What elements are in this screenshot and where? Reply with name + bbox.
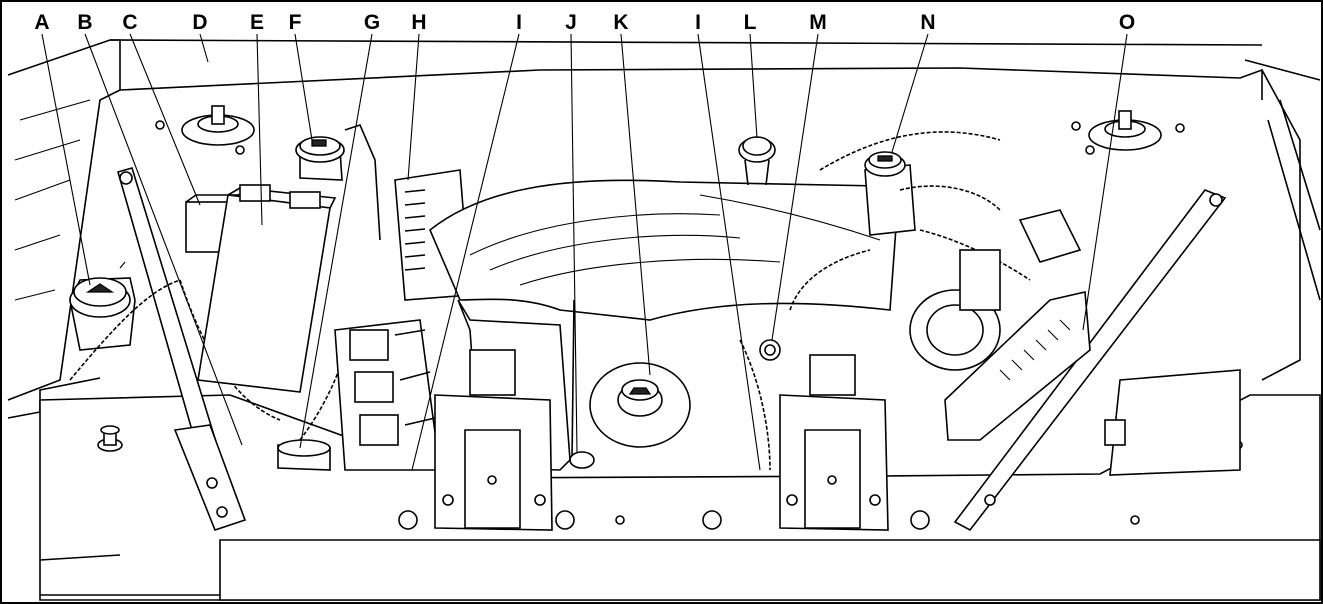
callout-F: F [289, 11, 302, 34]
oil-fill-cap [589, 362, 691, 448]
coolant-icon [877, 155, 893, 162]
leader-L [749, 33, 758, 139]
callout-G: G [364, 11, 380, 34]
leader-B [84, 33, 243, 446]
strut-tower-right [1071, 110, 1185, 155]
body-outline [7, 39, 1321, 419]
hood-strut-right [953, 189, 1227, 532]
engine-mount-right [779, 354, 889, 531]
callout-I1: I [516, 11, 522, 34]
leader-I2 [697, 33, 761, 471]
engine-control-module [944, 291, 1241, 476]
leader-E [256, 33, 263, 226]
ignition-coils [277, 319, 441, 471]
leader-lines [41, 33, 1128, 471]
windshield-washer-icon [85, 283, 115, 293]
callout-labels: A B C D E F G H I J K I L M N O [34, 11, 1135, 34]
hood-strut-left [117, 167, 247, 531]
engine-mount-left [434, 349, 553, 531]
callout-D: D [192, 11, 207, 34]
oil-can-icon [628, 387, 652, 395]
underhood-fuse-block [197, 184, 337, 393]
leader-K [620, 33, 651, 376]
leader-C [129, 33, 201, 206]
callout-A: A [34, 11, 49, 34]
leader-A [41, 33, 91, 286]
brake-fluid-icon [311, 139, 327, 147]
leader-M [771, 33, 819, 341]
leader-I1 [411, 33, 520, 471]
leader-H [407, 33, 420, 181]
callout-B: B [77, 11, 92, 34]
callout-L: L [744, 11, 757, 34]
leader-D [199, 33, 209, 63]
oil-dipstick [569, 299, 595, 469]
callout-J: J [565, 11, 577, 34]
leader-J [570, 33, 578, 453]
leader-F [294, 33, 313, 141]
callout-K: K [613, 11, 628, 34]
brake-fluid-reservoir [295, 124, 381, 241]
remote-positive-terminal [759, 339, 781, 361]
throttle-body [909, 209, 1082, 371]
washer-fluid-reservoir [69, 261, 136, 351]
callout-C: C [122, 11, 137, 34]
leader-O [1082, 33, 1128, 331]
callout-I2: I [695, 11, 701, 34]
callout-O: O [1119, 11, 1135, 34]
callout-E: E [250, 11, 264, 34]
strut-tower-left [155, 105, 255, 155]
coolant-surge-tank [864, 151, 916, 236]
callout-M: M [809, 11, 827, 34]
callout-N: N [920, 11, 935, 34]
power-steering-reservoir [738, 136, 776, 186]
leader-G [299, 33, 373, 449]
callout-H: H [411, 11, 426, 34]
leader-N [891, 33, 929, 153]
